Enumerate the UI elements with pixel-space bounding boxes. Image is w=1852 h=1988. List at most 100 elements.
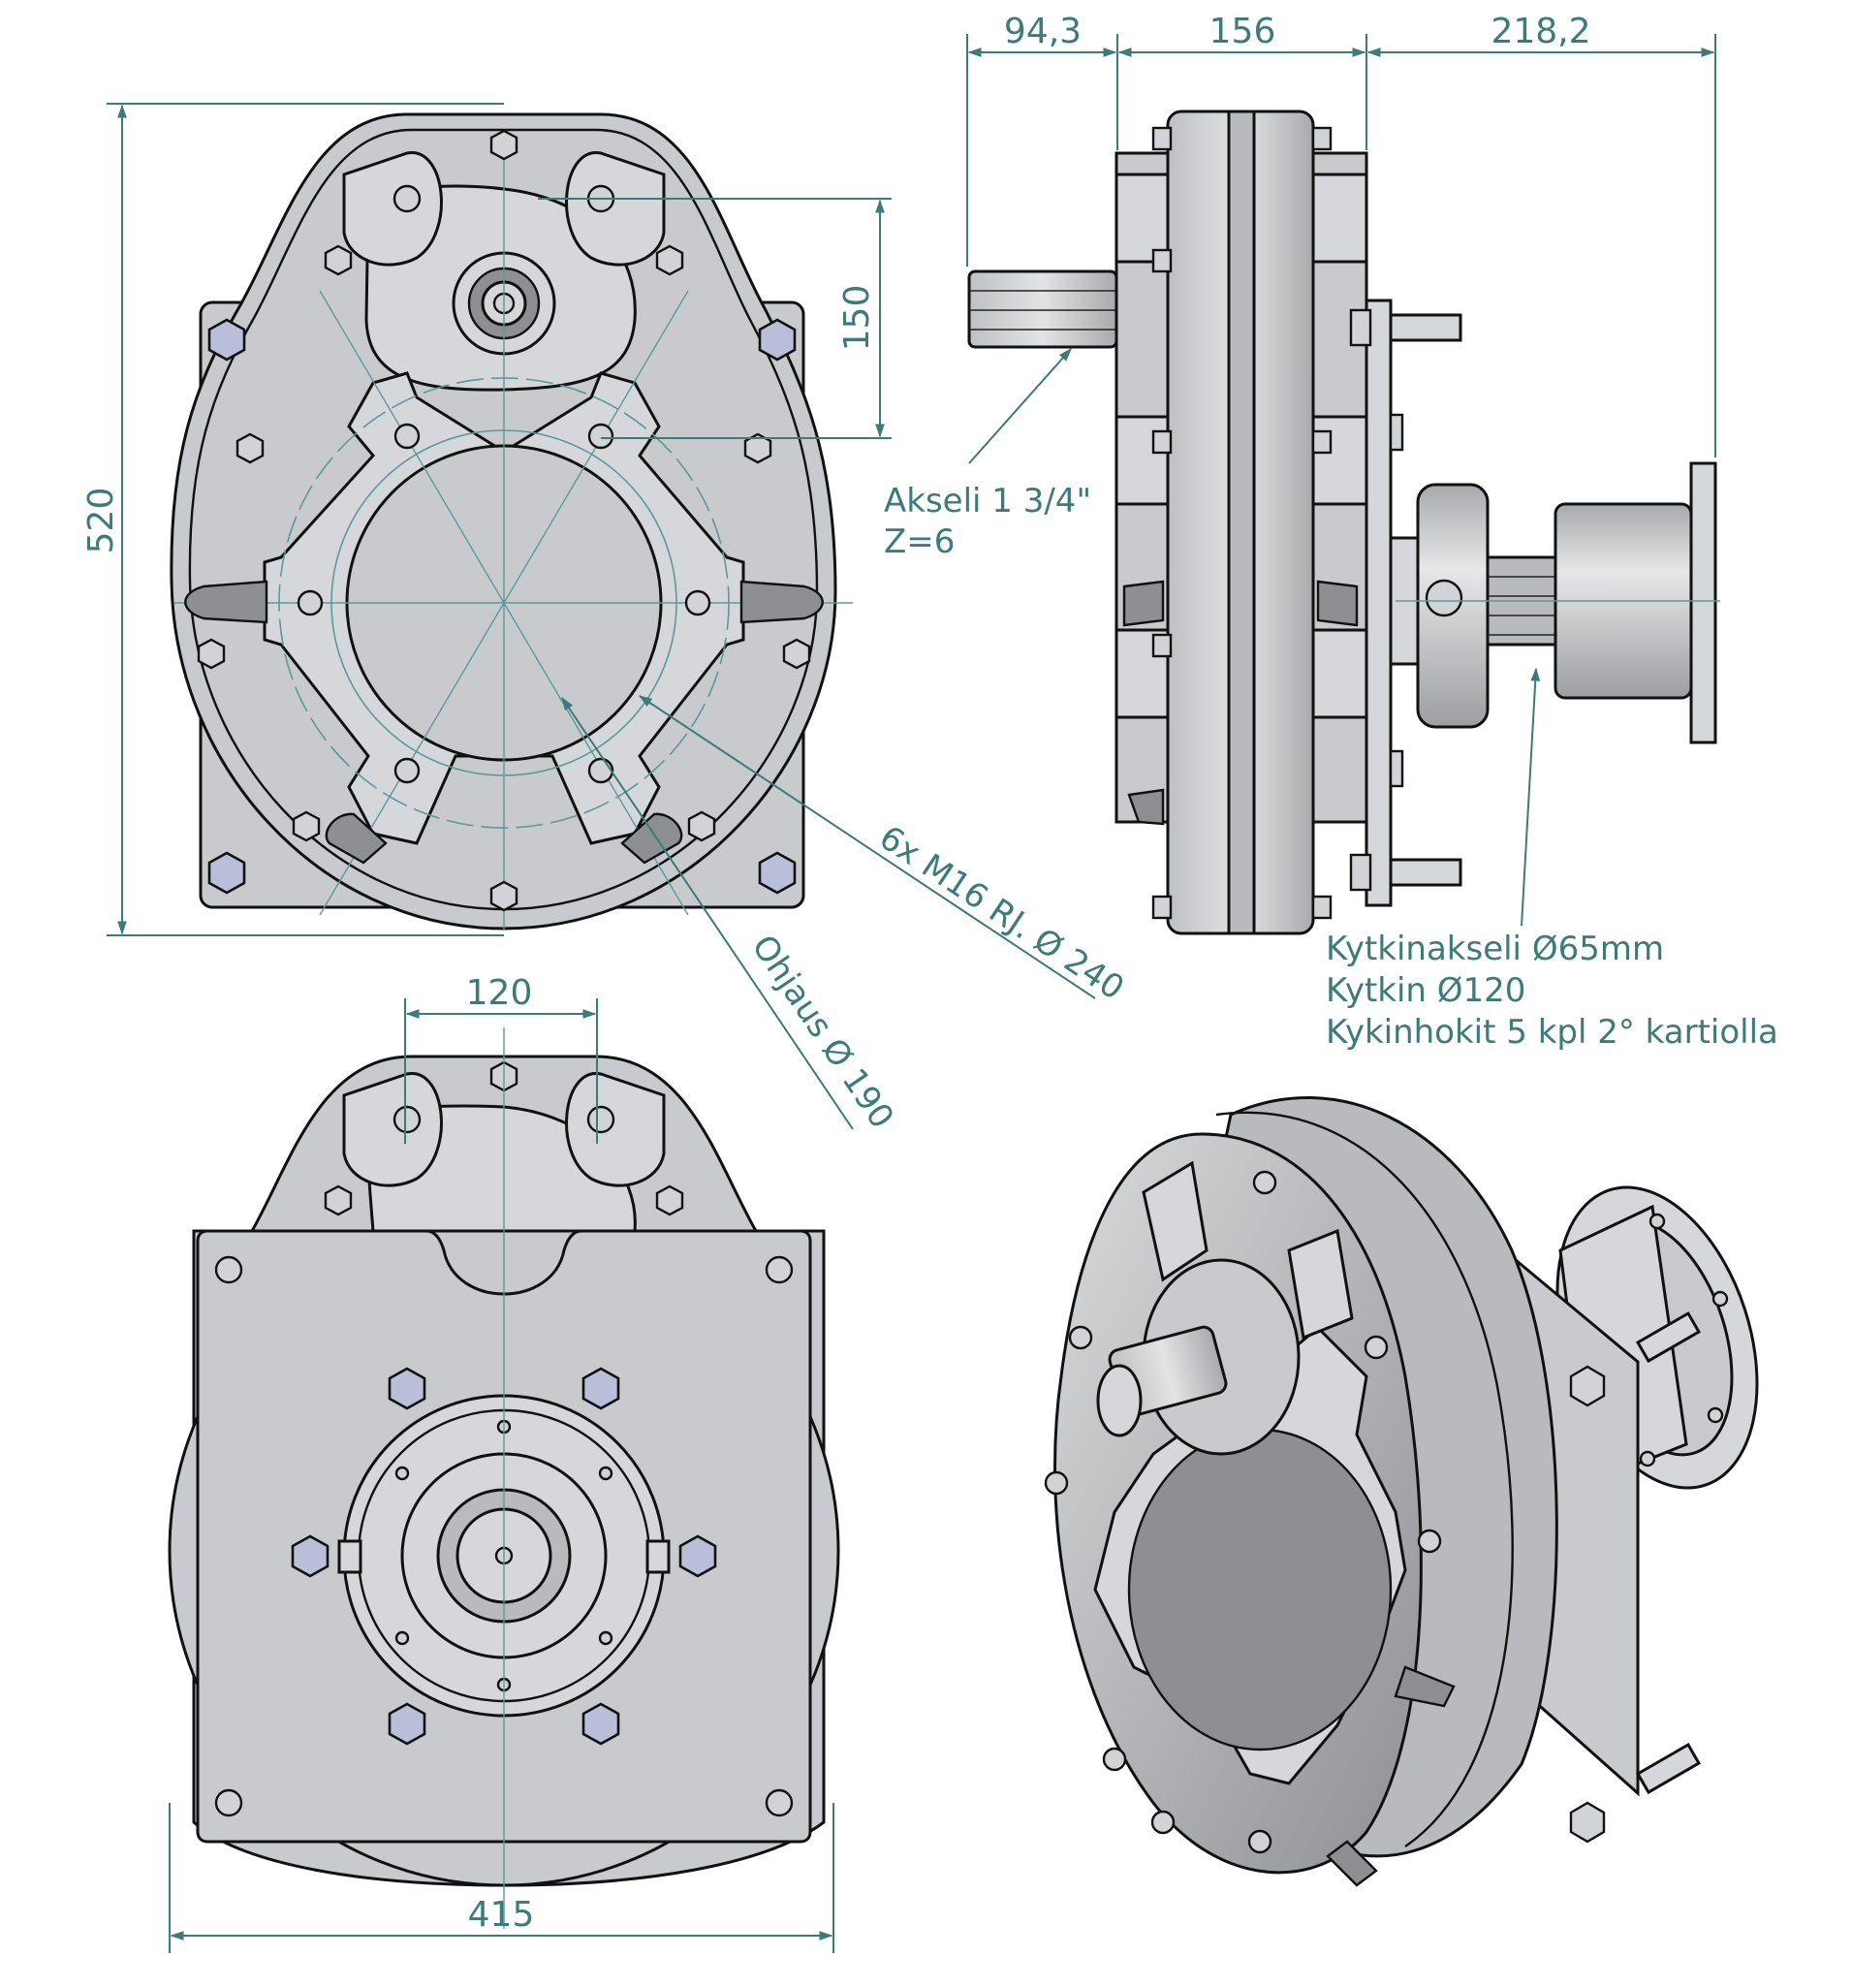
side-plate-nut — [1389, 413, 1404, 452]
back-nut-l — [324, 1184, 353, 1216]
back-clutch-lug-r — [645, 1539, 671, 1574]
back-plate-bolt-br — [765, 1788, 794, 1817]
side-housing-groove — [1227, 110, 1256, 935]
back-clutch-lug-l — [337, 1539, 362, 1574]
dim-218-2: 218,2 — [1491, 12, 1590, 51]
back-plate-bolt-tl — [214, 1255, 243, 1284]
front-dowel-bl — [325, 812, 388, 865]
front-upper-ear-left — [342, 151, 443, 267]
iso-flange-hole — [1711, 1290, 1729, 1308]
star-hole-6 — [587, 757, 614, 784]
note-akseli-1: Akseli 1 3/4" — [884, 482, 1091, 521]
hex-nut — [489, 880, 518, 912]
side-nut — [1151, 895, 1173, 920]
side-stud-upper — [1389, 313, 1462, 342]
star-hole-2 — [587, 423, 614, 450]
leader-m16 — [638, 695, 1096, 999]
front-view — [170, 112, 853, 931]
back-small-hole — [394, 1630, 410, 1646]
iso-stud-lower — [1635, 1742, 1702, 1795]
front-dowel-br — [620, 812, 683, 865]
side-stud-lower — [1389, 858, 1462, 887]
side-nut — [1311, 126, 1333, 151]
back-nut-r — [655, 1184, 684, 1216]
back-bolt — [291, 1534, 330, 1578]
iso-flange-hole — [1707, 1406, 1724, 1424]
note-m16: 6x M16 RJ. Ø 240 — [872, 818, 1131, 1008]
iso-input-shaft-end — [1096, 1364, 1143, 1437]
front-upper-ear-right — [565, 151, 666, 267]
back-bolt — [581, 1702, 620, 1746]
front-dowel-left — [184, 580, 268, 624]
dim-415: 415 — [468, 1895, 535, 1935]
leader-akseli — [968, 347, 1072, 464]
star-hole-1 — [393, 423, 421, 450]
front-upper-ear-left-hole — [392, 184, 422, 213]
front-housing-nuts — [197, 129, 811, 912]
side-output-flange — [1689, 461, 1717, 744]
dim-94-3: 94,3 — [1004, 12, 1082, 51]
side-nut — [1151, 633, 1173, 658]
iso-cover-disc — [1127, 1428, 1393, 1751]
dim-520: 520 — [81, 488, 121, 554]
iso-flange-hole — [1639, 1450, 1656, 1467]
back-ear-left — [342, 1072, 443, 1187]
dim-120: 120 — [466, 973, 533, 1013]
iso-flange-hole — [1648, 1213, 1666, 1230]
iso-nut — [1150, 1810, 1176, 1835]
iso-ear-1 — [1142, 1160, 1209, 1282]
front-dowel-right — [739, 580, 824, 624]
iso-housing-rim — [1215, 1111, 1514, 1847]
side-lug-2 — [1311, 173, 1368, 264]
back-bolt — [678, 1534, 717, 1578]
side-mount-plate — [1365, 299, 1393, 907]
back-plate-bolt-tr — [765, 1255, 794, 1284]
back-bolt — [388, 1702, 426, 1746]
hex-nut — [655, 244, 684, 276]
star-hole-4 — [684, 589, 711, 616]
plate-bolt-bl — [207, 851, 246, 895]
hex-nut — [782, 638, 811, 670]
note-ohjaus: Ohjaus Ø 190 — [744, 929, 901, 1136]
iso-nut — [1247, 1829, 1272, 1854]
side-nut — [1311, 429, 1333, 455]
side-dowel-lower — [1127, 788, 1165, 826]
iso-ear-2 — [1287, 1228, 1354, 1341]
back-small-hole — [598, 1466, 613, 1481]
side-nut — [1151, 429, 1173, 455]
iso-nut — [1417, 1529, 1442, 1554]
iso-nut — [1364, 1335, 1389, 1360]
back-view — [168, 1027, 840, 1929]
side-lug-1 — [1114, 173, 1170, 264]
plate-bolt-tl — [207, 318, 246, 362]
side-nut — [1311, 895, 1333, 920]
side-plate-nut — [1389, 749, 1404, 788]
back-ear-left-hole — [392, 1105, 422, 1134]
iso-nut — [1044, 1470, 1069, 1496]
side-lug-3 — [1114, 415, 1170, 506]
side-input-shaft — [967, 269, 1118, 349]
leader-kytkin — [1521, 667, 1541, 927]
iso-nut — [1102, 1747, 1127, 1772]
side-lug-4 — [1311, 415, 1368, 506]
hex-nut — [235, 432, 265, 464]
note-kytkin-3: Kykinhokit 5 kpl 2° kartiolla — [1326, 1013, 1778, 1052]
side-clutch-screw — [1425, 579, 1463, 617]
back-small-hole — [598, 1630, 613, 1646]
iso-nut — [1252, 1170, 1277, 1195]
iso-dowel — [1394, 1665, 1456, 1708]
iso-plate-nut — [1569, 1365, 1606, 1407]
leader-ohjaus — [561, 696, 854, 1130]
plate-bolt-br — [758, 851, 797, 895]
side-dowel-upper — [1122, 580, 1165, 627]
side-nut — [1151, 126, 1173, 151]
hex-nut — [489, 129, 518, 161]
back-ear-right-hole — [586, 1105, 615, 1134]
iso-dowel — [1326, 1840, 1378, 1887]
hex-nut — [687, 810, 716, 842]
dim-156: 156 — [1209, 12, 1276, 51]
iso-plate-nut — [1569, 1801, 1606, 1844]
side-stud-nut-upper — [1349, 308, 1372, 347]
star-hole-3 — [297, 589, 324, 616]
